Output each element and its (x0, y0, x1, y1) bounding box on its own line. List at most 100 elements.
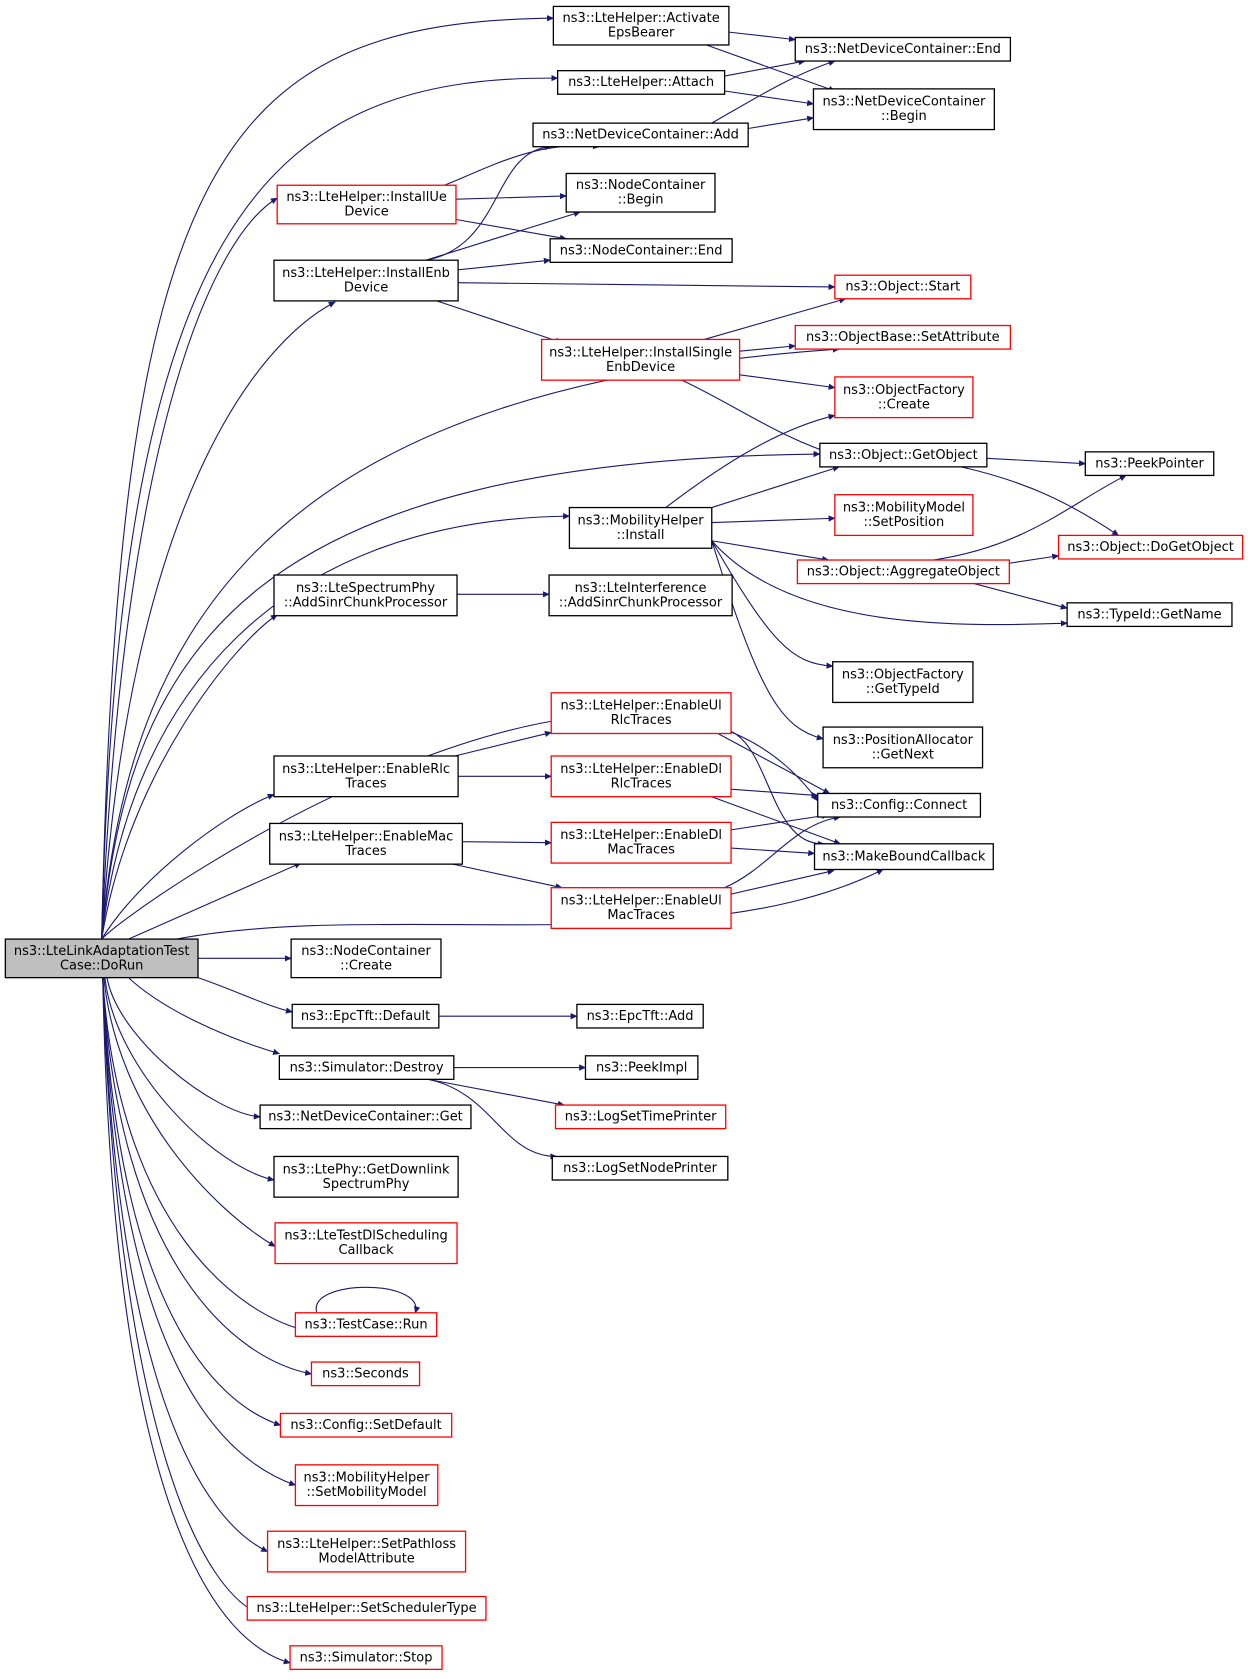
node-ncCreate[interactable]: ns3::NodeContainer::Create (290, 938, 442, 979)
call-edge-line (730, 788, 819, 799)
call-edge-root-to-setDefault (102, 977, 282, 1427)
node-label-line: ns3::EpcTft::Add (587, 1009, 694, 1024)
call-edge-root-to-spectrumAdd (101, 614, 278, 940)
node-ofCreate[interactable]: ns3::ObjectFactory::Create (834, 376, 974, 419)
node-box (817, 792, 982, 818)
node-doGetObject[interactable]: ns3::Object::DoGetObject (1057, 534, 1244, 560)
node-testRun[interactable]: ns3::TestCase::Run (294, 1312, 438, 1337)
node-label-line: Device (344, 281, 388, 296)
node-label-line: ns3::LteHelper::InstallSingle (549, 345, 732, 360)
node-label-line: ModelAttribute (318, 1552, 414, 1567)
node-objStart[interactable]: ns3::Object::Start (834, 274, 972, 300)
node-getObject[interactable]: ns3::Object::GetObject (819, 442, 988, 468)
node-label-line: ns3::PeekPointer (1095, 456, 1204, 471)
node-makeBound[interactable]: ns3::MakeBoundCallback (813, 843, 994, 871)
call-edge-activateEps-to-ndcEnd (728, 31, 796, 43)
node-setPathloss[interactable]: ns3::LteHelper::SetPathlossModelAttribut… (266, 1530, 467, 1573)
call-edge-root-to-ndcGet (106, 977, 261, 1120)
call-edge-installSingleEnb-to-objStart (704, 297, 847, 340)
call-edge-line (739, 374, 836, 390)
node-paGetNext[interactable]: ns3::PositionAllocator::GetNext (822, 726, 984, 769)
node-box (290, 938, 442, 979)
call-edge-enableRlc-to-enableUlRlc (454, 730, 552, 757)
call-edge-root-to-simDestroy (128, 977, 281, 1055)
node-label-line: ns3::Simulator::Destroy (290, 1060, 444, 1075)
node-ndcBegin[interactable]: ns3::NetDeviceContainer::Begin (812, 88, 995, 131)
node-typeIdGetName[interactable]: ns3::TypeId::GetName (1066, 602, 1233, 628)
node-box (834, 494, 974, 537)
call-edge-root-to-dlSchedCb (103, 977, 276, 1247)
node-mhInstall[interactable]: ns3::MobilityHelper::Install (568, 506, 713, 549)
node-box (4, 938, 199, 979)
node-label-line: ::Create (340, 958, 392, 973)
node-label-line: ::AddSinrChunkProcessor (559, 595, 723, 610)
node-peekImpl[interactable]: ns3::PeekImpl (584, 1055, 699, 1081)
node-aggregate[interactable]: ns3::Object::AggregateObject (796, 559, 1010, 585)
call-edge-simDestroy-to-logNode (428, 1078, 558, 1160)
call-edge-mhInstall-to-typeIdGetName (711, 540, 1068, 627)
node-label-line: ns3::LteHelper::EnableMac (279, 829, 454, 844)
node-ndcAdd[interactable]: ns3::NetDeviceContainer::Add (532, 122, 749, 148)
node-label-line: ns3::LteHelper::EnableRlc (282, 762, 450, 777)
node-setScheduler[interactable]: ns3::LteHelper::SetSchedulerType (246, 1595, 487, 1621)
node-spectrumAdd[interactable]: ns3::LteSpectrumPhy::AddSinrChunkProcess… (273, 574, 458, 617)
call-edge-line (315, 1286, 421, 1314)
call-edge-root-to-enableMac (128, 862, 302, 940)
node-box (289, 1645, 443, 1671)
call-edge-line (102, 977, 282, 1427)
node-setAttribute[interactable]: ns3::ObjectBase::SetAttribute (794, 324, 1012, 350)
call-edge-line (455, 218, 567, 241)
node-setMobility[interactable]: ns3::MobilityHelper::SetMobilityModel (294, 1464, 439, 1507)
node-attach[interactable]: ns3::LteHelper::Attach (556, 70, 726, 95)
node-ofGetTypeId[interactable]: ns3::ObjectFactory::GetTypeId (832, 661, 974, 704)
node-label-line: Traces (344, 844, 386, 859)
node-label-line: EnbDevice (606, 360, 675, 375)
call-edge-enableDlRlc-to-configConnect (730, 788, 819, 799)
node-label-line: ns3::Config::Connect (831, 798, 967, 813)
node-epcDefault[interactable]: ns3::EpcTft::Default (291, 1003, 440, 1029)
call-edge-line (101, 15, 555, 940)
node-peekPointer[interactable]: ns3::PeekPointer (1084, 451, 1215, 477)
node-ncEnd[interactable]: ns3::NodeContainer::End (549, 238, 733, 263)
node-simStop[interactable]: ns3::Simulator::Stop (289, 1645, 443, 1671)
node-simDestroy[interactable]: ns3::Simulator::Destroy (278, 1055, 455, 1081)
call-edge-line (711, 465, 840, 509)
call-edge-mhInstall-to-aggregate (711, 540, 830, 563)
node-ncBegin[interactable]: ns3::NodeContainer::Begin (565, 172, 716, 213)
node-box (556, 70, 726, 95)
call-edge-line (436, 300, 563, 344)
node-configConnect[interactable]: ns3::Config::Connect (817, 792, 982, 818)
node-label-line: ::SetPosition (864, 515, 945, 530)
node-label-line: ns3::NetDeviceContainer::End (805, 42, 1001, 57)
node-logNode[interactable]: ns3::LogSetNodePrinter (551, 1155, 729, 1181)
node-mmSetPosition[interactable]: ns3::MobilityModel::SetPosition (834, 494, 974, 537)
node-epcAdd[interactable]: ns3::EpcTft::Add (576, 1003, 704, 1029)
node-box (550, 755, 732, 798)
node-setDefault[interactable]: ns3::Config::SetDefault (279, 1412, 453, 1438)
node-interfAdd[interactable]: ns3::LteInterference::AddSinrChunkProces… (548, 574, 733, 617)
call-edge-line (462, 839, 552, 846)
node-seconds[interactable]: ns3::Seconds (310, 1361, 421, 1387)
node-logTime[interactable]: ns3::LogSetTimePrinter (554, 1104, 727, 1130)
node-ndcGet[interactable]: ns3::NetDeviceContainer::Get (259, 1104, 472, 1130)
call-edge-testRun-to-testRun (315, 1286, 421, 1314)
node-label-line: Traces (344, 776, 386, 791)
call-edge-line (101, 74, 559, 940)
call-edge-installSingleEnb-to-ofCreate (739, 374, 836, 390)
node-label-line: ::Create (878, 397, 930, 412)
node-ndcEnd[interactable]: ns3::NetDeviceContainer::End (794, 36, 1012, 62)
node-label-line: ns3::LteHelper::InstallEnb (282, 266, 450, 281)
